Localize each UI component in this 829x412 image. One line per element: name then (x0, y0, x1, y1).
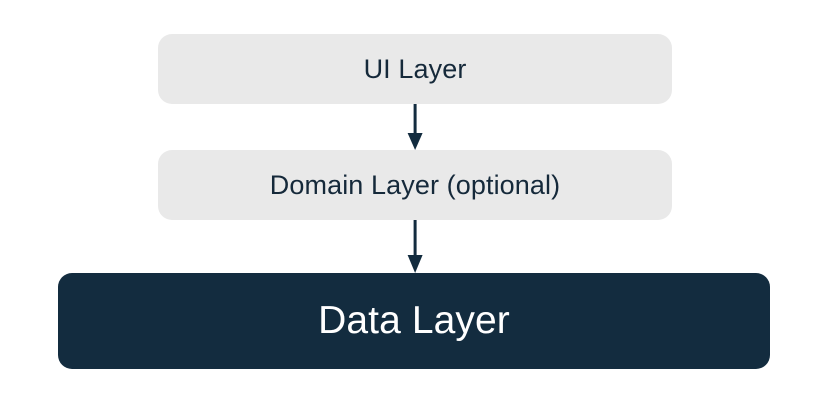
layer-box-domain[interactable]: Domain Layer (optional) (158, 150, 672, 220)
layer-box-ui[interactable]: UI Layer (158, 34, 672, 104)
layer-label-data: Data Layer (318, 299, 510, 342)
layer-box-data[interactable]: Data Layer (58, 273, 770, 369)
arrow-down-icon-ui-to-domain (400, 104, 430, 150)
layer-label-domain: Domain Layer (optional) (269, 169, 561, 200)
arrow-down-icon (407, 104, 423, 150)
arrow-down-icon (407, 220, 423, 273)
arrow-down-icon-domain-to-data (400, 220, 430, 273)
layer-label-ui: UI Layer (363, 53, 467, 84)
